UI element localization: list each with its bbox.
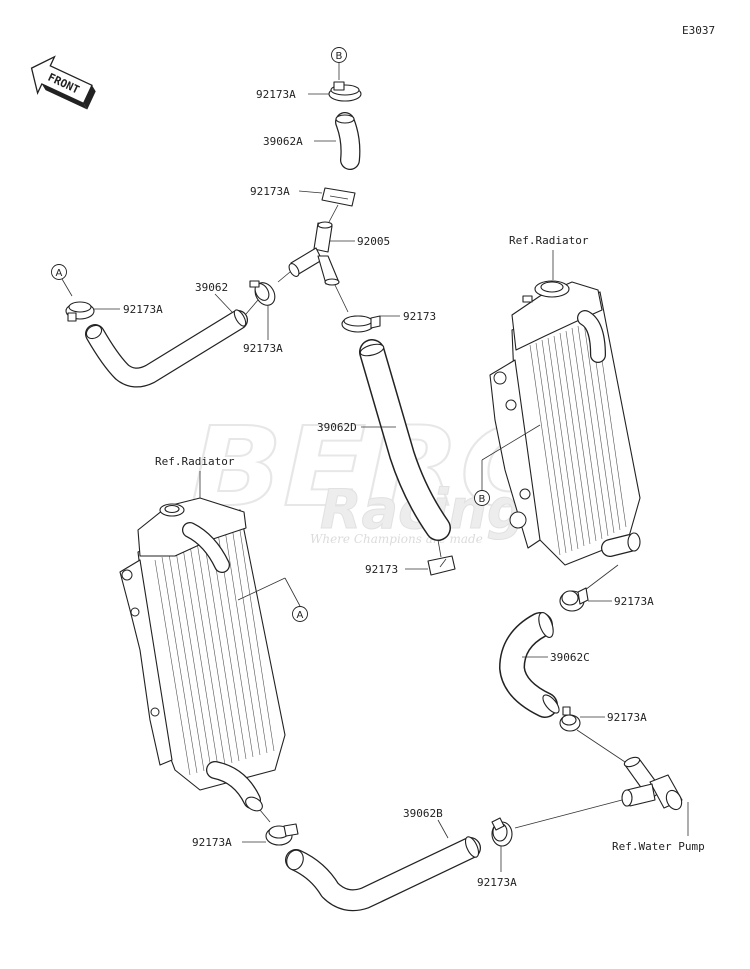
label-clip-92173-lower: 92173 xyxy=(365,563,398,576)
label-hose-39062: 39062 xyxy=(195,281,228,294)
label-clamp-right-radiator: 92173A xyxy=(614,595,654,608)
svg-text:A: A xyxy=(56,268,63,279)
clamp-92173a-right-pump xyxy=(559,706,581,732)
hose-39062d xyxy=(359,339,451,541)
clamp-92173a-left-bottom xyxy=(265,823,299,846)
callout-b-top: B xyxy=(331,47,347,80)
label-hose-39062b: 39062B xyxy=(403,807,443,820)
diagram-code: E3037 xyxy=(682,24,715,37)
label-clamp-mid-top: 92173A xyxy=(250,185,290,198)
label-clamp-left-joint: 92173A xyxy=(243,342,283,355)
label-ref-radiator-right: Ref.Radiator xyxy=(509,234,589,247)
label-clamp-right-pump: 92173A xyxy=(607,711,647,724)
radiator-left xyxy=(119,497,286,812)
callout-a-left: A xyxy=(51,264,73,297)
clamp-92173a-pump-bottom xyxy=(491,817,513,847)
label-hose-39062a: 39062A xyxy=(263,135,303,148)
label-hose-39062c: 39062C xyxy=(550,651,590,664)
svg-text:A: A xyxy=(297,610,304,621)
label-clamp-pump-bottom: 92173A xyxy=(477,876,517,889)
label-ref-radiator-left: Ref.Radiator xyxy=(155,455,235,468)
callout-b-right: B xyxy=(474,424,541,506)
clamp-92173-upper xyxy=(341,315,381,333)
label-clamp-left-bottom: 92173A xyxy=(192,836,232,849)
label-hose-39062d: 39062D xyxy=(317,421,357,434)
hose-39062 xyxy=(85,309,248,388)
water-pump-fitting xyxy=(621,756,683,811)
clamp-92173a-mid-top xyxy=(321,187,356,207)
clamp-92173a-top xyxy=(328,81,362,102)
radiator-right xyxy=(489,280,641,566)
label-clamp-b-top: 92173A xyxy=(256,88,296,101)
joint-92005 xyxy=(288,221,340,286)
label-ref-water-pump: Ref.Water Pump xyxy=(612,840,705,853)
svg-text:B: B xyxy=(336,51,343,62)
watermark-tagline: Where Champions are made xyxy=(310,532,483,546)
label-clamp-92173-upper: 92173 xyxy=(403,310,436,323)
hose-39062c xyxy=(499,612,560,718)
clamp-92173a-left-joint xyxy=(249,280,276,306)
clamp-92173a-a-left xyxy=(65,301,95,322)
hose-39062a xyxy=(335,112,361,170)
callout-a-radiator: A xyxy=(237,577,308,622)
clip-92173-lower xyxy=(427,555,456,576)
clamp-92173a-right-radiator xyxy=(559,587,589,612)
label-joint-92005: 92005 xyxy=(357,235,390,248)
hose-39062b xyxy=(285,836,481,912)
svg-text:B: B xyxy=(479,494,486,505)
label-clamp-a-left: 92173A xyxy=(123,303,163,316)
front-arrow-icon: FRONT xyxy=(30,55,96,110)
